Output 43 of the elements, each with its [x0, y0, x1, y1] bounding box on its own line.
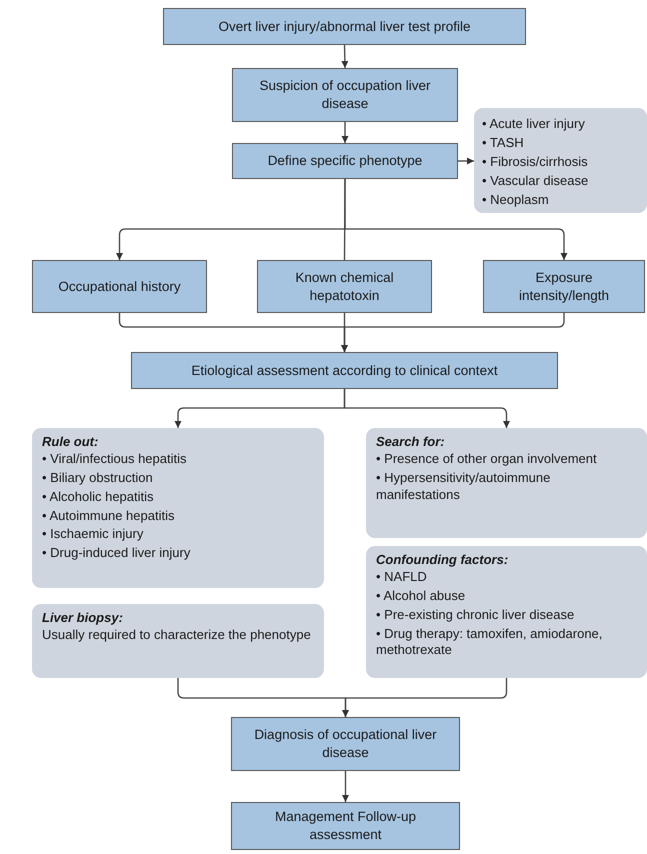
panel-text: Usually required to characterize the phenotype: [42, 626, 312, 644]
panel-heading: Search for:: [376, 434, 446, 451]
list-item: • Autoimmune hepatitis: [42, 508, 176, 524]
process-box: Etiological assessment according to clinical context: [131, 352, 558, 389]
arrow: [344, 179, 568, 260]
arrow: [342, 771, 349, 802]
list-item: • TASH: [482, 134, 525, 152]
process-box: Exposure intensity/length: [483, 260, 645, 313]
list-item: • Presence of other organ involvement: [376, 450, 598, 468]
panel-heading: Confounding factors:: [376, 552, 510, 569]
process-box: Diagnosis of occupational liver disease: [231, 717, 460, 771]
info-panel: [32, 604, 324, 678]
list-item: • Drug-induced liver injury: [42, 545, 192, 562]
arrow: [342, 122, 348, 143]
arrow: [341, 44, 348, 68]
list-item: • Hypersensitivity/autoimmune manifestations: [376, 470, 552, 504]
list-item: • Vascular disease: [482, 172, 590, 190]
list-item: • Alcohol abuse: [376, 588, 466, 605]
list-item: • Fibrosis/cirrhosis: [482, 154, 589, 171]
panel-heading: Rule out:: [42, 434, 100, 451]
list-panel: [474, 108, 647, 213]
list-item: • Alcoholic hepatitis: [42, 488, 155, 506]
list-item: • Neoplasm: [482, 192, 550, 208]
arrow: [342, 678, 508, 717]
panel-heading: Liver biopsy:: [42, 610, 124, 627]
process-box: Overt liver injury/abnormal liver test profile: [163, 8, 526, 45]
list-item: • NAFLD: [376, 568, 428, 586]
list-item: • Acute liver injury: [482, 116, 586, 133]
process-box: Known chemical hepatotoxin: [257, 260, 432, 313]
list-item: • Viral/infectious hepatitis: [42, 450, 188, 468]
process-box: Management Follow-up assessment: [231, 802, 460, 850]
process-box: Occupational history: [32, 260, 207, 313]
info-panel: [366, 546, 647, 678]
list-item: • Ischaemic injury: [42, 526, 144, 544]
process-box: Define specific phenotype: [232, 143, 458, 179]
process-box: Suspicion of occupation liver disease: [232, 68, 458, 122]
info-panel: [32, 428, 324, 588]
info-panel: [366, 428, 647, 538]
list-item: • Biliary obstruction: [42, 470, 154, 487]
list-item: • Pre-existing chronic liver disease: [376, 606, 576, 624]
arrow: [344, 389, 510, 428]
list-item: • Drug therapy: tamoxifen, amiodarone, methotrexate: [376, 626, 604, 660]
arrow: [458, 158, 474, 164]
